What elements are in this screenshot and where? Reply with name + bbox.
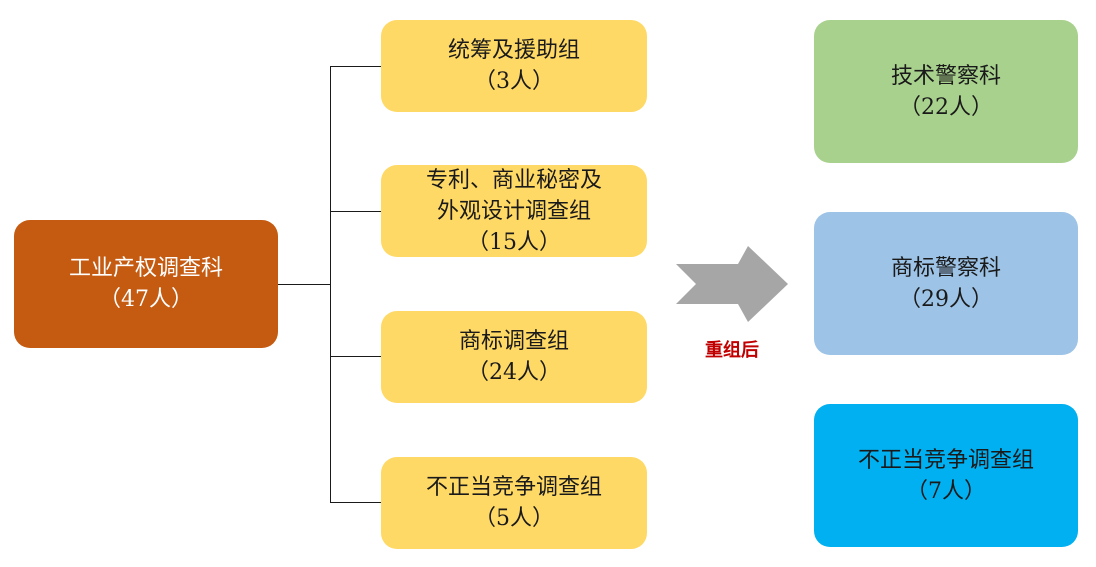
group-node-line: （15人） [467, 229, 561, 255]
group-node-line: 统筹及援助组 [447, 38, 580, 63]
root-node-name: 工业产权调查科 [68, 256, 223, 281]
connector-trunk-vertical [330, 66, 331, 503]
result-node-count: （22人） [899, 94, 993, 120]
reorganization-arrow-icon [676, 246, 788, 322]
group-node-line: 专利、商业秘密及 [425, 167, 602, 193]
group-node-line: 外观设计调查组 [436, 198, 591, 224]
group-node-line: （5人） [474, 506, 554, 531]
result-node-count: （7人） [906, 478, 986, 504]
group-node-coordination: 统筹及援助组 （3人） [381, 20, 647, 112]
root-node-count: （47人） [99, 287, 193, 312]
result-node-trademark-police: 商标警察科 （29人） [814, 212, 1078, 355]
reorganization-label: 重组后 [705, 340, 759, 361]
group-node-trademark: 商标调查组 （24人） [381, 311, 647, 403]
group-node-line: （3人） [474, 69, 554, 94]
connector-branch-2 [330, 211, 381, 212]
result-node-name: 不正当竞争调查组 [857, 447, 1034, 473]
result-node-name: 商标警察科 [890, 255, 1001, 281]
result-node-count: （29人） [899, 286, 993, 312]
group-node-unfair-competition: 不正当竞争调查组 （5人） [381, 457, 647, 549]
group-node-line: 不正当竞争调查组 [425, 475, 602, 500]
root-node: 工业产权调查科 （47人） [14, 220, 278, 348]
result-node-unfair-competition: 不正当竞争调查组 （7人） [814, 404, 1078, 547]
connector-root-horizontal [278, 284, 331, 285]
result-node-name: 技术警察科 [890, 63, 1001, 89]
connector-branch-4 [330, 502, 381, 503]
result-node-tech-police: 技术警察科 （22人） [814, 20, 1078, 163]
connector-branch-1 [330, 66, 381, 67]
group-node-line: 商标调查组 [458, 329, 569, 354]
group-node-line: （24人） [467, 360, 561, 385]
connector-branch-3 [330, 356, 381, 357]
group-node-patent: 专利、商业秘密及 外观设计调查组 （15人） [381, 165, 647, 257]
